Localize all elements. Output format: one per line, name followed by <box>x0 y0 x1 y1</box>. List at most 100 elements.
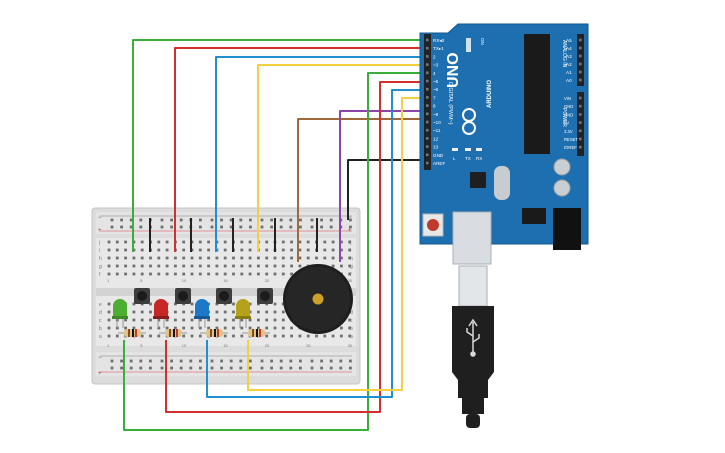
rail-hole <box>329 218 333 222</box>
rail-hole <box>149 359 152 363</box>
digital-pin-label: ~5 <box>433 79 439 84</box>
power-pin-hole <box>579 113 582 116</box>
breadboard-hole <box>115 272 119 276</box>
rail-hole <box>160 218 164 222</box>
breadboard-hole <box>323 240 327 244</box>
breadboard-hole <box>348 318 352 322</box>
push-button-1[interactable] <box>134 288 150 304</box>
rail-hole <box>299 359 302 363</box>
usb-cable-end <box>466 414 480 428</box>
row-letter: j <box>98 240 100 246</box>
rail-hole <box>120 359 123 363</box>
breadboard-hole <box>165 240 169 244</box>
breadboard-hole <box>298 240 302 244</box>
breadboard-hole <box>165 264 169 268</box>
breadboard-hole <box>248 310 252 314</box>
row-letter: e <box>99 302 102 308</box>
column-number: 5 <box>140 278 143 283</box>
rail-hole <box>349 218 352 222</box>
breadboard-hole <box>240 264 244 268</box>
analog-pin-hole <box>579 54 582 58</box>
breadboard-hole <box>107 256 111 260</box>
row-letter: h <box>99 256 102 262</box>
breadboard-hole <box>107 248 111 252</box>
column-number: 30 <box>348 278 353 283</box>
breadboard-hole <box>273 256 277 260</box>
breadboard-hole <box>340 334 343 338</box>
rail-hole <box>260 359 264 363</box>
breadboard-hole <box>281 248 285 252</box>
push-button-4[interactable] <box>257 288 273 304</box>
power-pin-hole <box>579 145 582 149</box>
breadboard-hole <box>273 272 277 276</box>
breadboard-hole <box>257 256 260 260</box>
breadboard-hole <box>174 318 177 322</box>
breadboard-hole <box>273 310 277 314</box>
digital-pin-hole <box>426 71 429 75</box>
breadboard-hole <box>115 256 119 260</box>
analog-pin-label: A0 <box>566 78 572 83</box>
rx-label: RX <box>476 156 482 161</box>
wire-red-led <box>165 81 420 413</box>
analog-header <box>577 34 584 86</box>
wire-yellow-top <box>257 64 420 252</box>
breadboard-hole <box>265 248 269 252</box>
resistor-1 <box>118 329 146 337</box>
digital-pin-hole <box>426 120 429 124</box>
breadboard-hole <box>331 248 335 252</box>
breadboard-hole <box>215 264 219 268</box>
rail-hole <box>239 366 243 370</box>
rail-hole <box>320 359 323 363</box>
breadboard-hole <box>107 264 111 268</box>
breadboard-hole <box>124 256 127 260</box>
breadboard-hole <box>240 334 244 338</box>
breadboard-hole <box>165 272 169 276</box>
column-number: 20 <box>265 278 270 283</box>
rail-hole <box>279 366 283 370</box>
rail-hole <box>320 218 323 222</box>
breadboard-hole <box>240 248 244 252</box>
push-button-2[interactable] <box>175 288 191 304</box>
rail-hole <box>270 366 273 370</box>
breadboard-hole <box>257 310 260 314</box>
breadboard-hole <box>207 256 210 260</box>
wire-purple-buzzer <box>339 110 420 262</box>
rail-hole <box>170 225 173 229</box>
breadboard-hole <box>348 256 352 260</box>
l-label: L <box>453 156 456 161</box>
analog-pin-label: A3 <box>566 54 572 59</box>
analog-pin-label: A1 <box>566 70 572 75</box>
breadboard-hole <box>232 318 235 322</box>
bottom-power-rail <box>96 352 356 376</box>
breadboard-hole <box>165 326 169 330</box>
breadboard-hole <box>298 334 302 338</box>
led-green <box>112 299 128 328</box>
analog-pin-hole <box>579 62 582 66</box>
breadboard-hole <box>281 240 285 244</box>
breadboard-hole <box>140 310 144 314</box>
row-letter: g <box>99 264 102 270</box>
breadboard-hole <box>124 264 127 268</box>
breadboard-hole <box>157 272 161 276</box>
breadboard-hole <box>223 264 227 268</box>
digital-pin-label: ~6 <box>433 87 439 92</box>
breadboard-hole <box>140 326 144 330</box>
breadboard-hole <box>348 272 352 276</box>
digital-pin-hole <box>426 104 429 107</box>
power-pin-label: 3.3V <box>564 129 573 134</box>
breadboard-hole <box>132 310 136 314</box>
breadboard-hole <box>132 256 136 260</box>
digital-pin-hole <box>426 112 429 116</box>
row-letter: f <box>350 272 352 278</box>
leds <box>112 299 251 328</box>
reset-button[interactable] <box>427 219 439 231</box>
rail-hole <box>310 218 314 222</box>
breadboard-hole <box>223 326 227 330</box>
breadboard-hole <box>281 256 285 260</box>
rail-hole <box>349 359 352 363</box>
push-button-3[interactable] <box>216 288 232 304</box>
breadboard-hole <box>198 248 202 252</box>
rail-hole <box>279 225 283 229</box>
breadboard-hole <box>265 264 269 268</box>
usb-chip <box>470 172 486 188</box>
